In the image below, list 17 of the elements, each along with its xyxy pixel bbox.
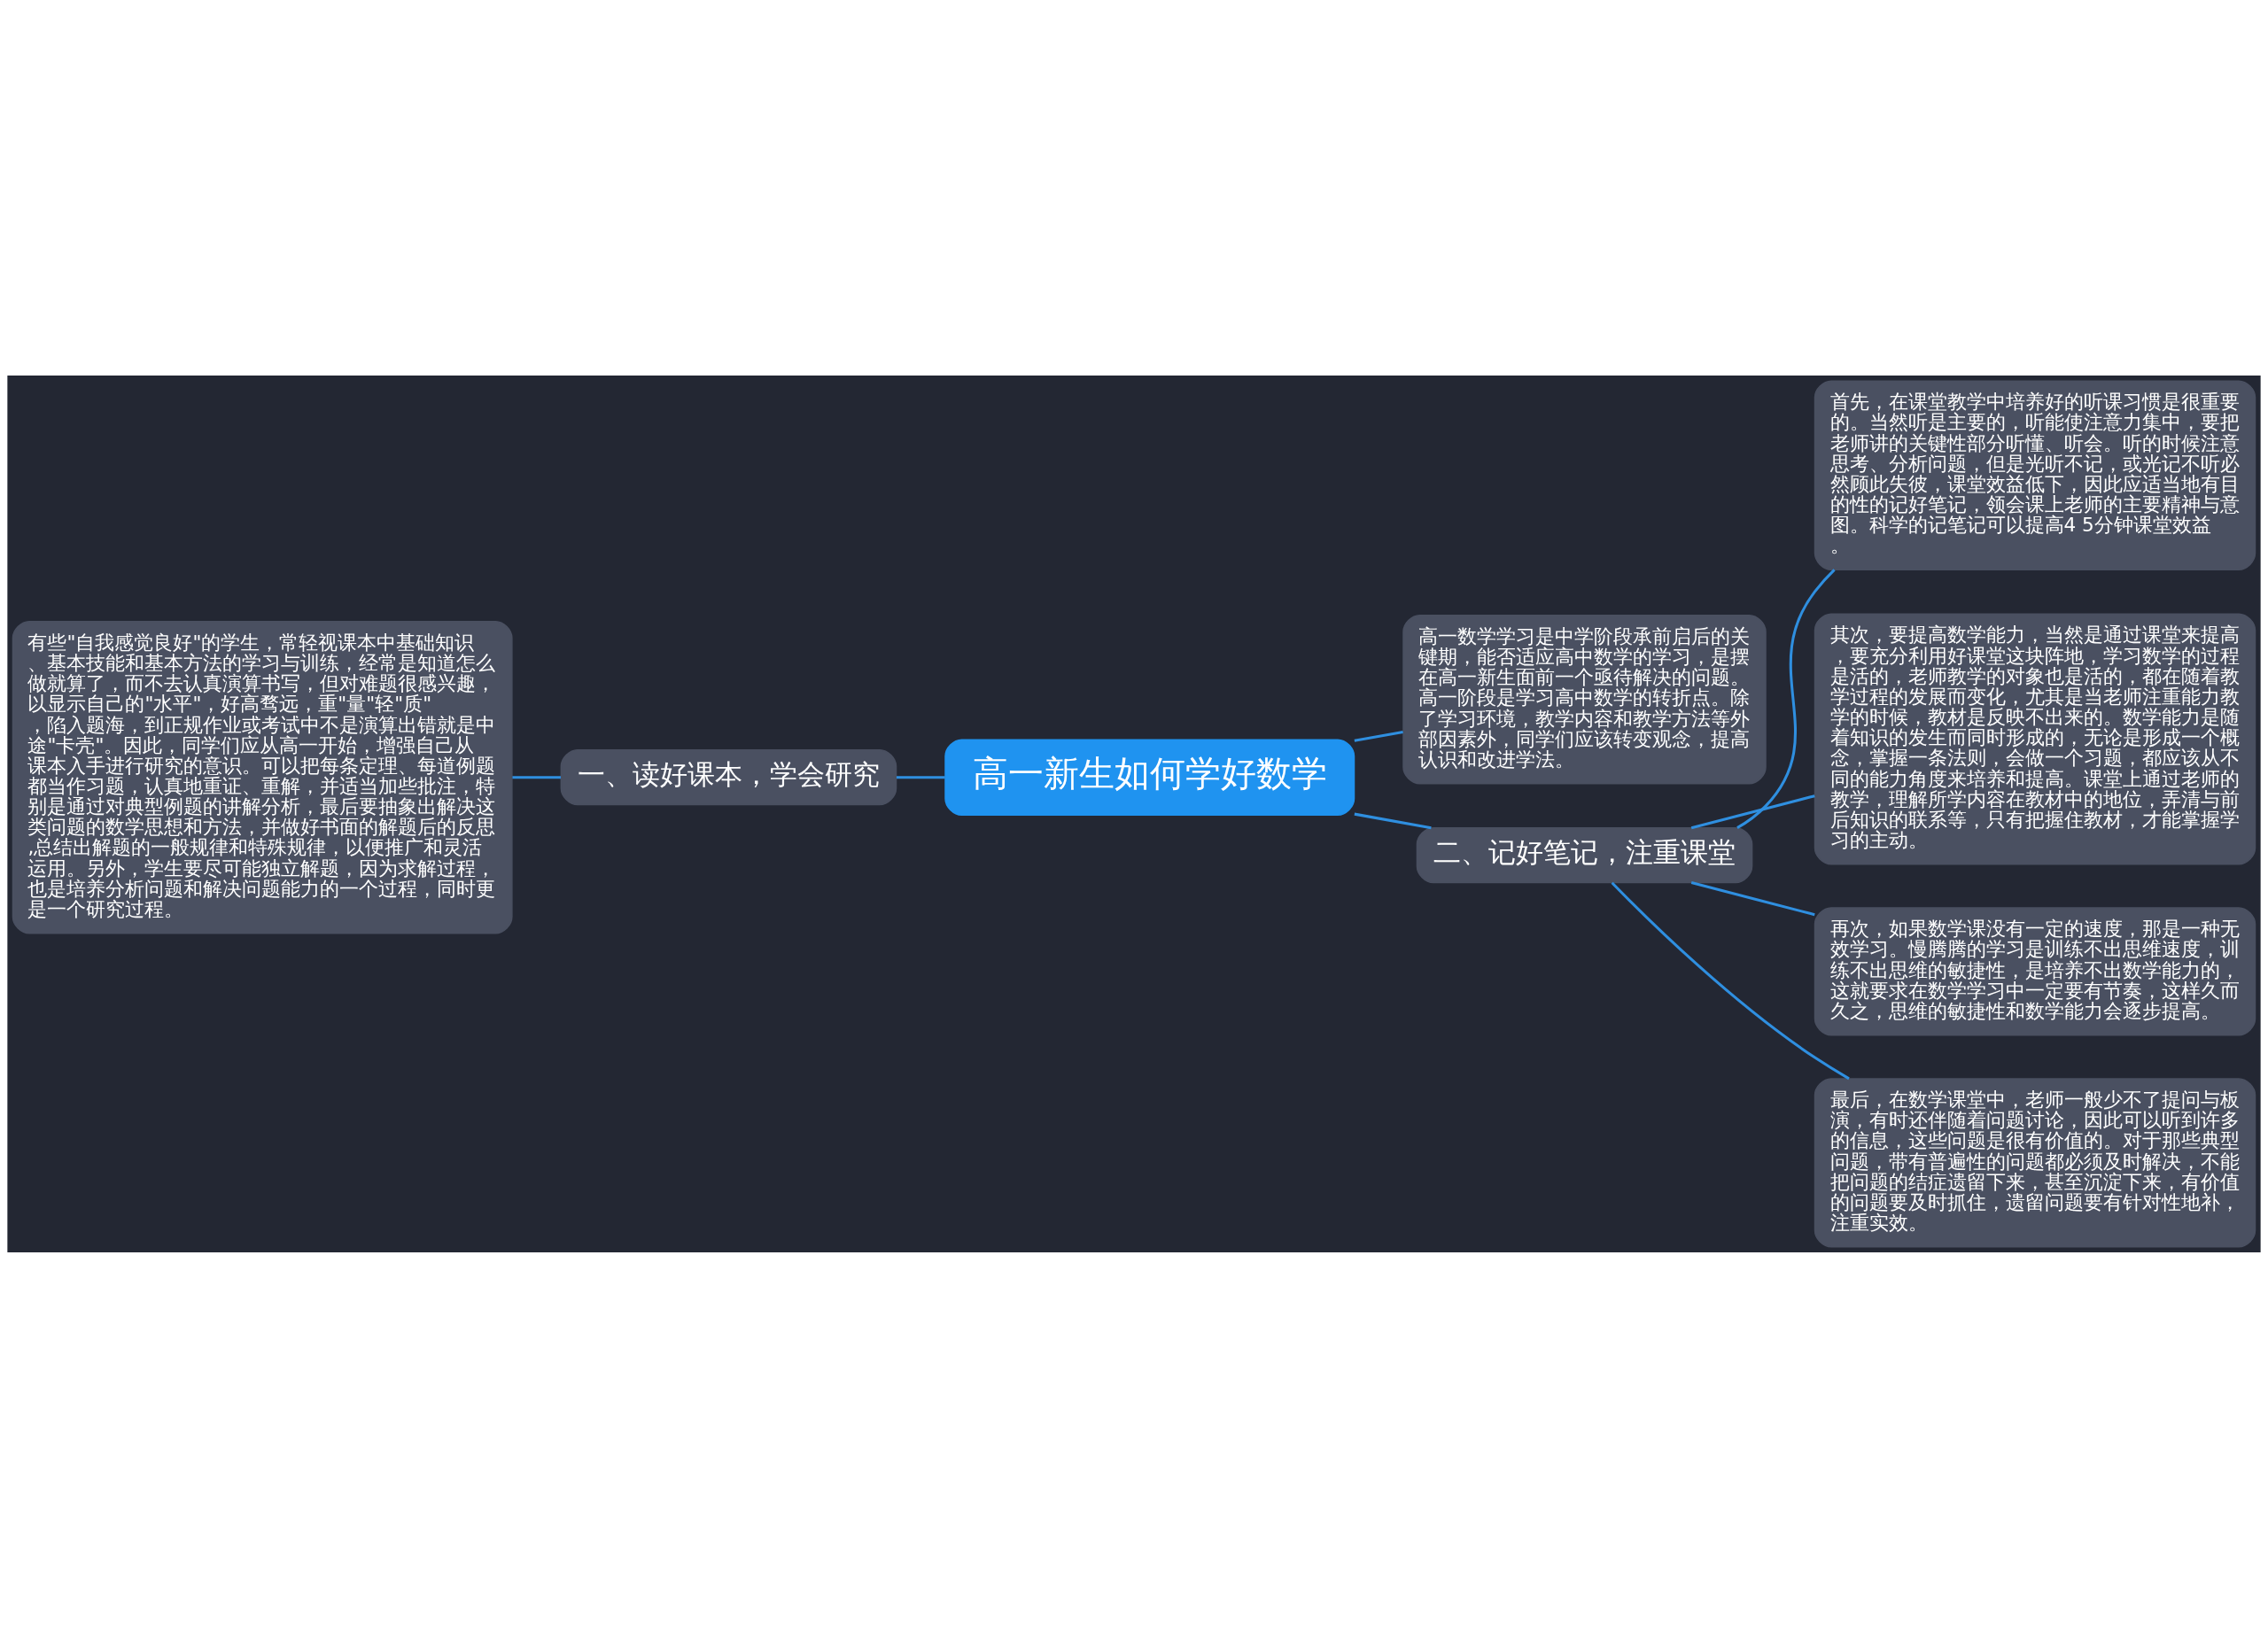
node-box: 再次，如果数学课没有一定的速度，那是一种无效学习。慢腾腾的学习是训练不出思维速度，训练不出思维的敏捷性，是培养不出数学能力的，这就要求在数学学习中一定要有节奏，这样久而久之，思维的敏捷性和数学能力会逐步提高。 (1814, 906, 2256, 1035)
connector (1354, 812, 1432, 829)
connector (1354, 730, 1403, 742)
node-box: 高一数学学习是中学阶段承前启后的关键期，能否适应高中数学的学习，是摆在高一新生面前一个亟待解决的问题。高一阶段是学习高中数学的转折点。除了学习环境，教学内容和教学方法等外部因素外，同学们应该转变观念，提高认识和改进学法。 (1402, 614, 1767, 784)
node-box: 高一新生如何学好数学 (944, 739, 1355, 816)
node-box: 首先，在课堂教学中培养好的听课习惯是很重要的。当然听是主要的，听能使注意力集中，要把老师讲的关键性部分听懂、听会。听的时候注意思考、分析问题，但是光听不记，或光记不听必然顾此失彼，课堂效益低下，因此应适当地有目的性的记好笔记，领会课上老师的主要精神与意图。科学的记笔记可以提高4 5分钟课堂效益。 (1814, 379, 2256, 570)
node-box: 一、读好课本，学会研究 (560, 748, 897, 805)
connector (1690, 794, 1815, 829)
connector (512, 775, 561, 779)
node-box: 最后，在数学课堂中，老师一般少不了提问与板演，有时还伴随着问题讨论，因此可以听到许多的信息，这些问题是很有价值的。对于那些典型问题，带有普遍性的问题都必须及时解决，不能把问题的结症遗留下来，甚至沉淀下来，有价值的问题要及时抓住，遗留问题要有针对性地补，注重实效。 (1814, 1077, 2256, 1248)
connector (1690, 880, 1815, 916)
node-box: 其次，要提高数学能力，当然是通过课堂来提高，要充分利用好课堂这块阵地，学习数学的过程是活的，老师教学的对象也是活的，都在随着教学过程的发展而变化，尤其是当老师注重能力教学的时候，教材是反映不出来的。数学能力是随着知识的发生而同时形成的，无论是形成一个概念，掌握一条法则，会做一个习题，都应该从不同的能力角度来培养和提高。课堂上通过老师的教学，理解所学内容在教材中的地位，弄清与前后知识的联系等，只有把握住教材，才能掌握学习的主动。 (1814, 613, 2256, 864)
node-box: 有些"自我感觉良好"的学生，常轻视课本中基础知识、基本技能和基本方法的学习与训练，经常是知道怎么做就算了，而不去认真演算书写，但对难题很感兴趣，以显示自己的"水平"，好高骛远，重"量"轻"质"，陷入题海，到正规作业或考试中不是演算出错就是中途"卡壳"。因此，同学们应从高一开始，增强自己从课本入手进行研究的意识。可以把每条定理、每道例题都当作习题，认真地重证、重解，并适当加些批注，特别是通过对典型例题的讲解分析，最后要抽象出解决这类问题的数学思想和方法，并做好书面的解题后的反思,总结出解题的一般规律和特殊规律，以便推广和灵活运用。另外，学生要尽可能独立解题，因为求解过程，也是培养分析问题和解决问题能力的一个过程，同时更是一个研究过程。 (12, 620, 513, 934)
node-box: 二、记好笔记，注重课堂 (1416, 826, 1753, 883)
connector (1611, 881, 1850, 1080)
connector (896, 775, 945, 779)
connector (1736, 568, 1836, 829)
